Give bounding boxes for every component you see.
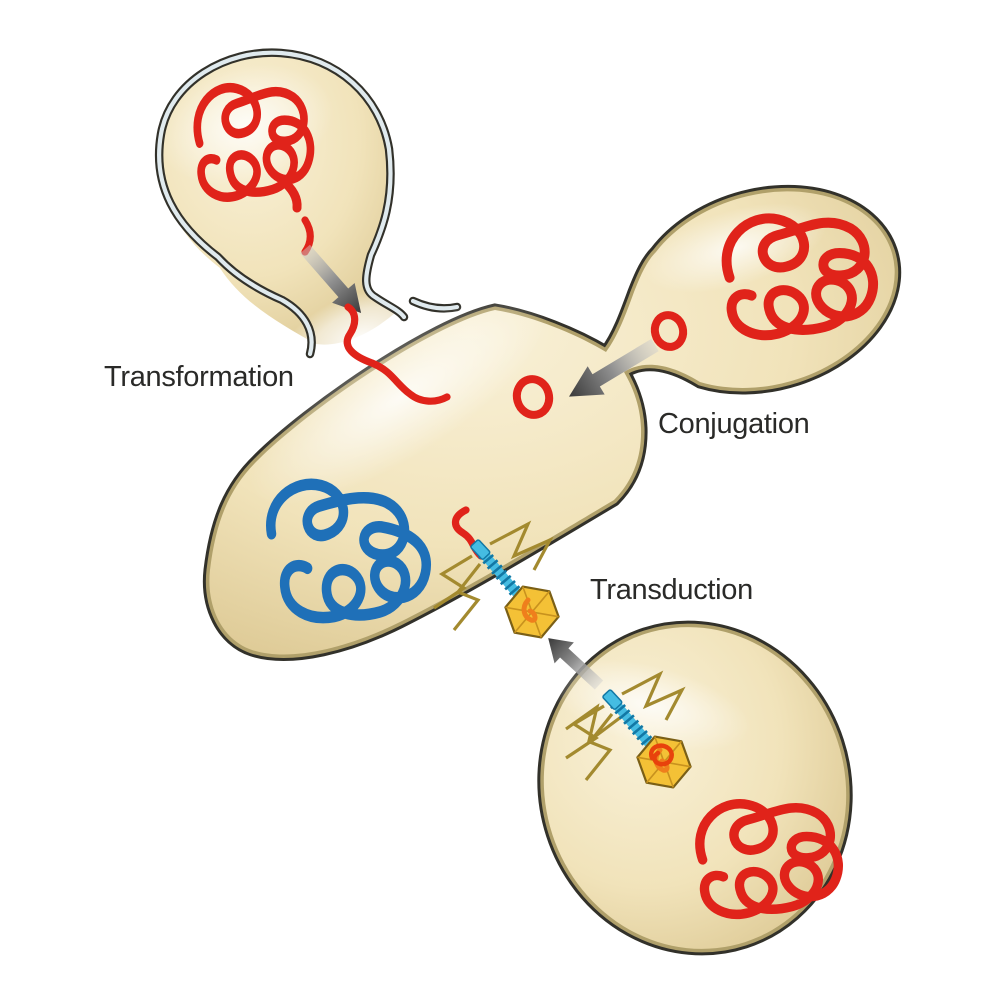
dna-tangle-tail [277, 175, 302, 213]
conjugation-label: Conjugation [658, 408, 810, 440]
transformation-label: Transformation [104, 361, 294, 393]
plasmid-donor [650, 311, 688, 351]
plasmid-transferred [512, 375, 554, 419]
transduction-donor-cell [537, 620, 853, 956]
recipient-sheen [249, 290, 551, 506]
recipient-and-conjugation-donor [209, 185, 894, 654]
transduction-label: Transduction [590, 574, 753, 606]
transforming-dna-strand [343, 303, 451, 405]
packaged-host-dna [648, 743, 674, 767]
